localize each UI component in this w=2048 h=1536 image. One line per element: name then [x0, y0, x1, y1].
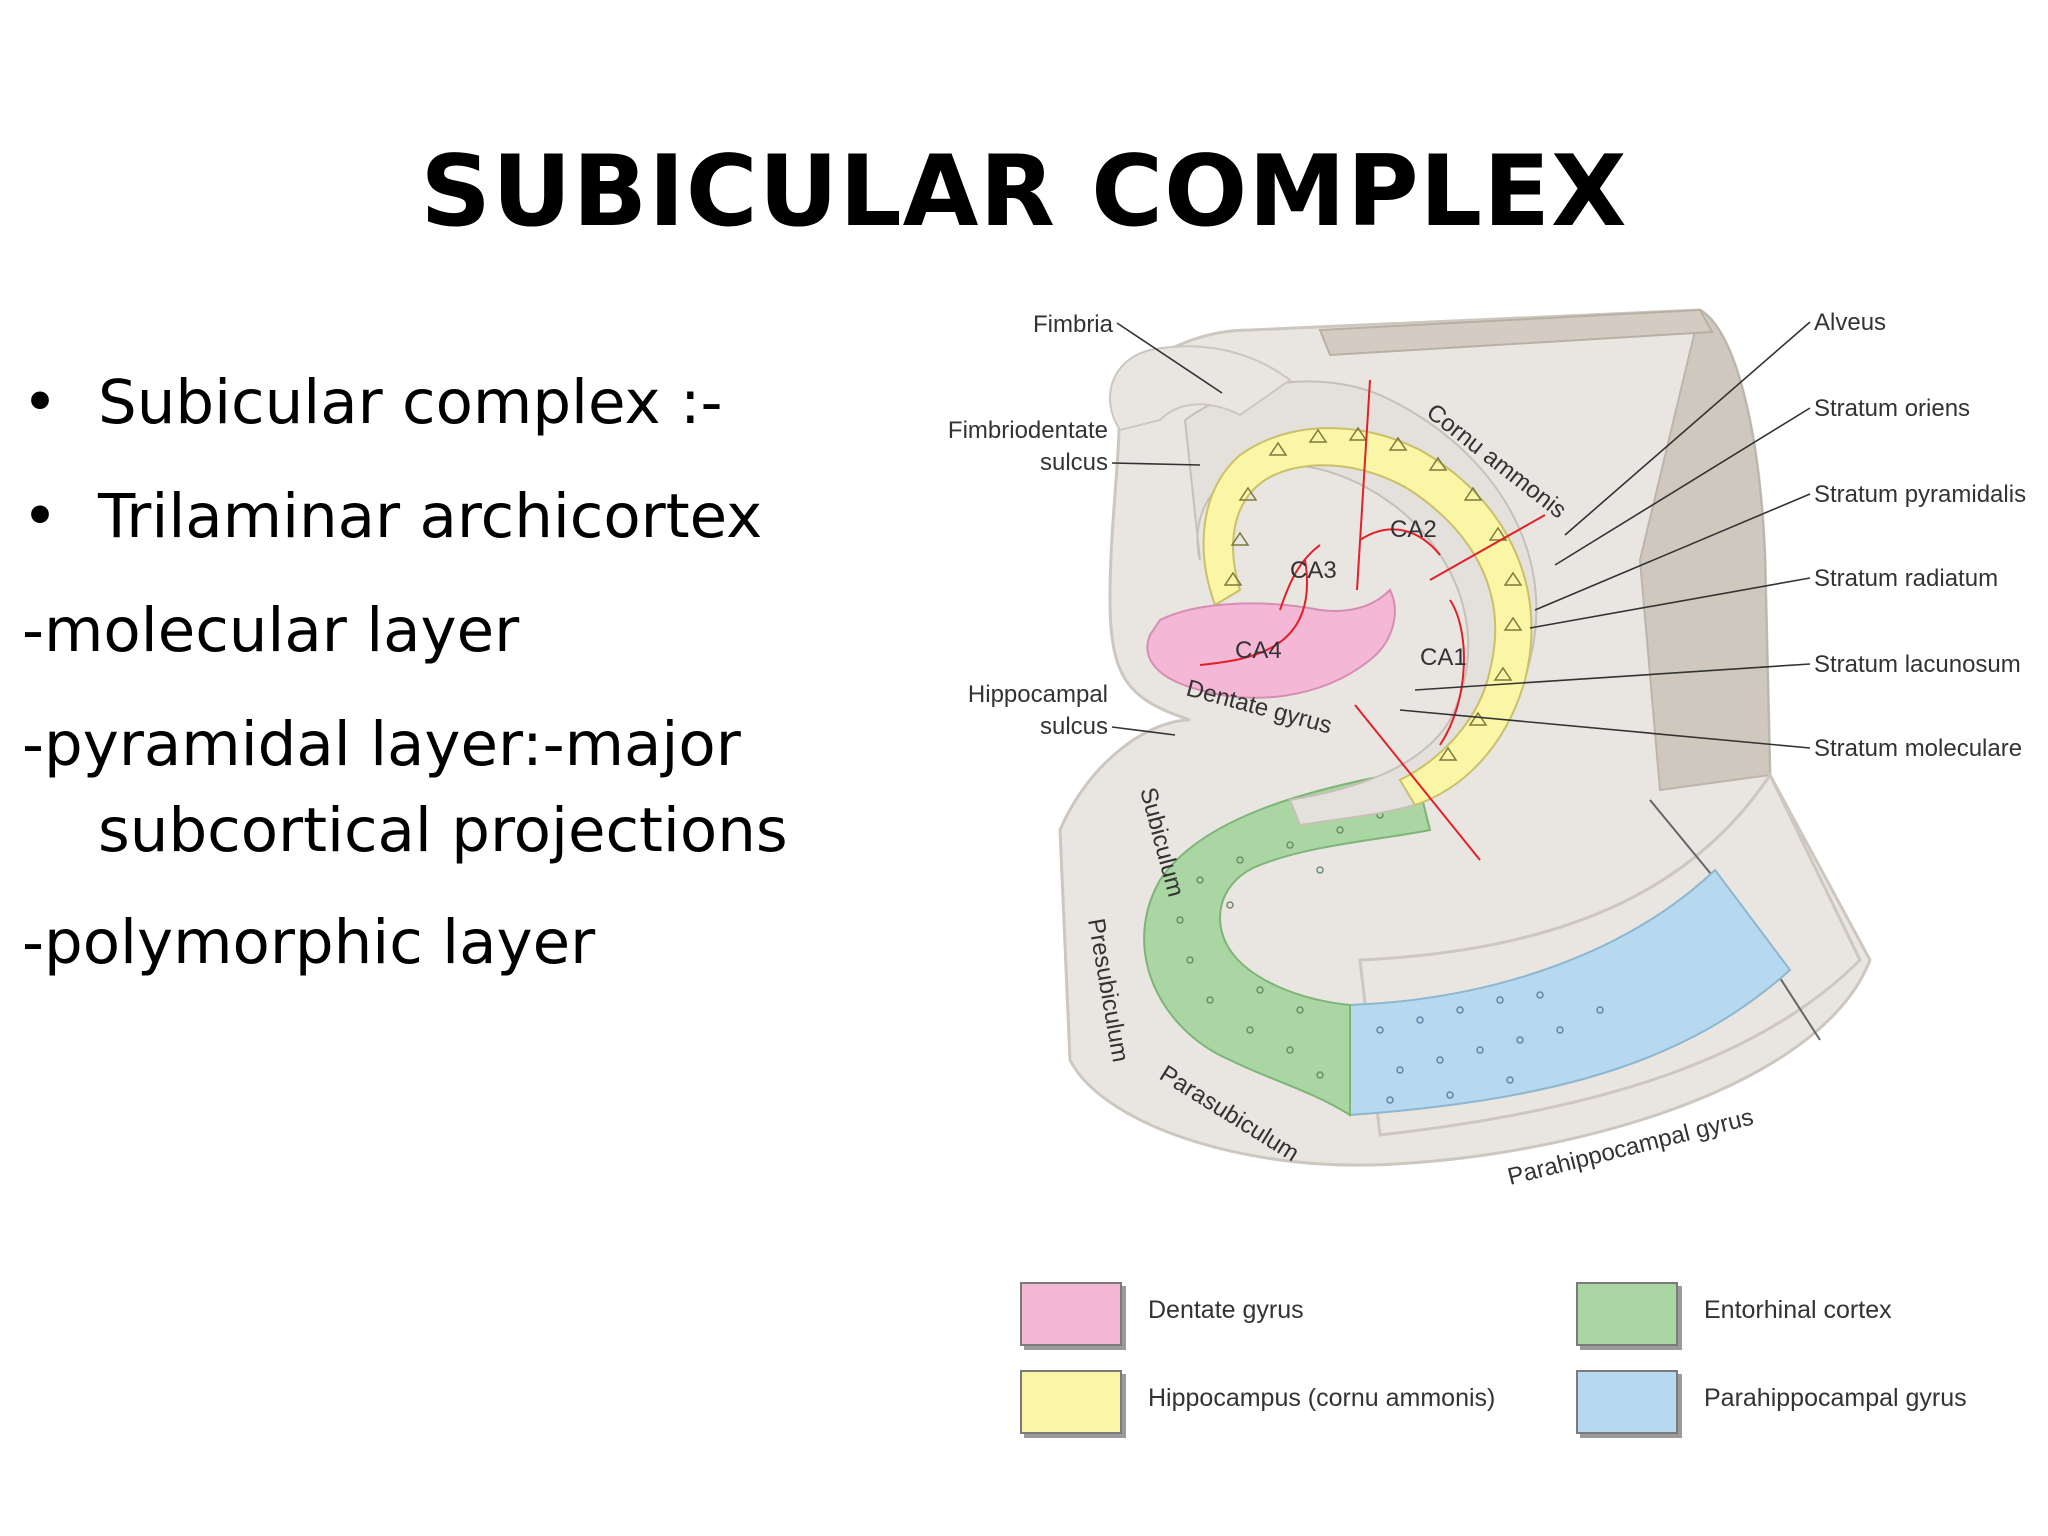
tissue-side-wall [1638, 308, 1772, 792]
top-ribbon [1318, 308, 1714, 357]
label-stratum-lacunosum: Stratum lacunosum [1814, 651, 2021, 678]
fimbria [1109, 345, 1292, 432]
label-fimbria: Fimbria [1033, 311, 1114, 338]
label-fimbriodentate-sulcus: sulcus [1040, 449, 1108, 476]
bullet-text: Subicular complex :- [98, 367, 723, 438]
label-alveus: Alveus [1814, 309, 1886, 336]
legend-label: Hippocampus (cornu ammonis) [1148, 1384, 1496, 1412]
label-ca1: CA1 [1420, 644, 1467, 671]
cell-dots-blue [1376, 991, 1604, 1104]
parahippocampal-region [1349, 868, 1792, 1117]
cell-dots [1176, 811, 1384, 1079]
label-stratum-pyramidalis: Stratum pyramidalis [1814, 481, 2026, 508]
label-ca4: CA4 [1235, 637, 1282, 664]
legend-label: Entorhinal cortex [1704, 1296, 1892, 1324]
label-ca3: CA3 [1290, 557, 1337, 584]
entorhinal-region [1143, 768, 1432, 1117]
legend-swatch [1576, 1282, 1678, 1346]
label-ca2: CA2 [1390, 516, 1437, 543]
ca-boundary-lines [1199, 379, 1546, 861]
bullet-dot-icon: • [22, 481, 58, 552]
pyramidal-triangles [1223, 426, 1523, 761]
leader-lines [1111, 321, 1811, 749]
bullet-text: Trilaminar archicortex [98, 481, 763, 552]
bullet-item: • Trilaminar archicortex [22, 486, 762, 547]
legend-swatch [1576, 1370, 1678, 1434]
label-stratum-radiatum: Stratum radiatum [1814, 565, 1998, 592]
label-hippocampal: Hippocampal [968, 681, 1108, 708]
bullet-item: • Subicular complex :- [22, 372, 723, 433]
layer-item: -polymorphic layer [22, 907, 596, 978]
bullet-dot-icon: • [22, 367, 58, 438]
label-fimbriodentate: Fimbriodentate [948, 417, 1108, 444]
legend-label: Parahippocampal gyrus [1704, 1384, 1967, 1412]
legend-label: Dentate gyrus [1148, 1296, 1304, 1324]
layer-item-continuation: subcortical projections [98, 795, 788, 866]
label-stratum-moleculare: Stratum moleculare [1814, 735, 2022, 762]
legend: Dentate gyrus Hippocampus (cornu ammonis… [1020, 1282, 2020, 1452]
layer-item: -molecular layer [22, 595, 520, 666]
label-hippocampal-sulcus: sulcus [1040, 713, 1108, 740]
dentate-gyrus-band [1146, 588, 1396, 699]
label-stratum-oriens: Stratum oriens [1814, 395, 1970, 422]
band-divider [1649, 799, 1721, 886]
legend-swatch [1020, 1370, 1122, 1434]
layer-item: -pyramidal layer:-major [22, 709, 741, 780]
slide-title: SUBICULAR COMPLEX [420, 135, 1628, 249]
legend-swatch [1020, 1282, 1122, 1346]
hippocampus-diagram: Fimbria Fimbriodentate sulcus Hippocampa… [948, 308, 2026, 1191]
